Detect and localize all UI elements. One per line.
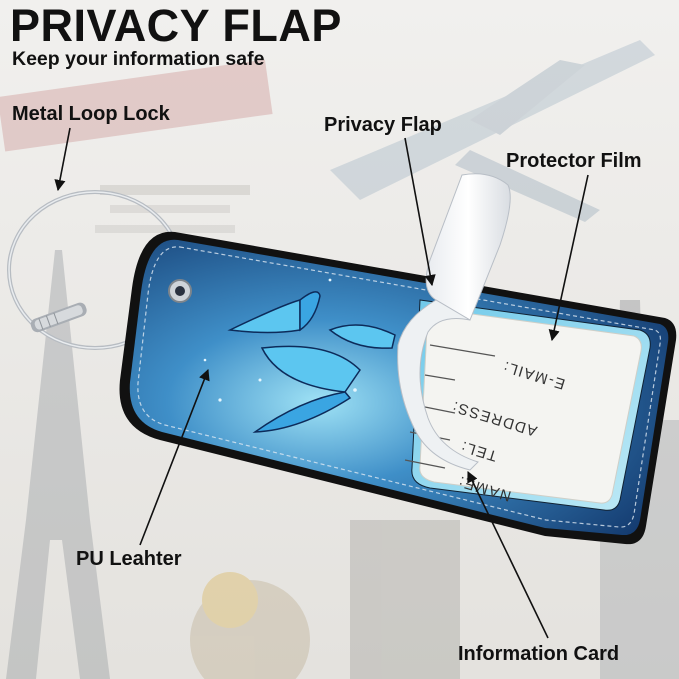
arrow-pu-leather: [139, 368, 210, 546]
callout-pu-leather: PU Leahter: [76, 548, 182, 570]
butterfly-graphics: [227, 291, 396, 433]
red-banner: [0, 59, 273, 152]
callout-information-card: Information Card: [458, 643, 620, 665]
eiffel-tower: [6, 250, 110, 679]
butterfly-icon: [252, 345, 361, 433]
background-landmarks: [0, 40, 679, 679]
privacy-flap: [397, 173, 511, 471]
arrow-information-card: [467, 470, 549, 639]
butterfly-icon: [227, 291, 321, 334]
airplane-illustration: [330, 40, 655, 222]
arrow-metal-loop: [54, 127, 71, 192]
page-subtitle: Keep your information safe: [12, 48, 265, 70]
arrow-privacy-flap: [404, 137, 436, 287]
callout-arrows: [54, 127, 589, 639]
callout-privacy-flap: Privacy Flap: [324, 114, 442, 136]
butterfly-icon: [328, 324, 396, 349]
dome: [190, 580, 310, 679]
arrow-protector-film: [548, 174, 589, 342]
info-window: [404, 299, 651, 511]
page-title: PRIVACY FLAP: [10, 0, 342, 51]
callout-metal-loop-lock: Metal Loop Lock: [12, 103, 170, 125]
callout-protector-film: Protector Film: [506, 150, 642, 172]
